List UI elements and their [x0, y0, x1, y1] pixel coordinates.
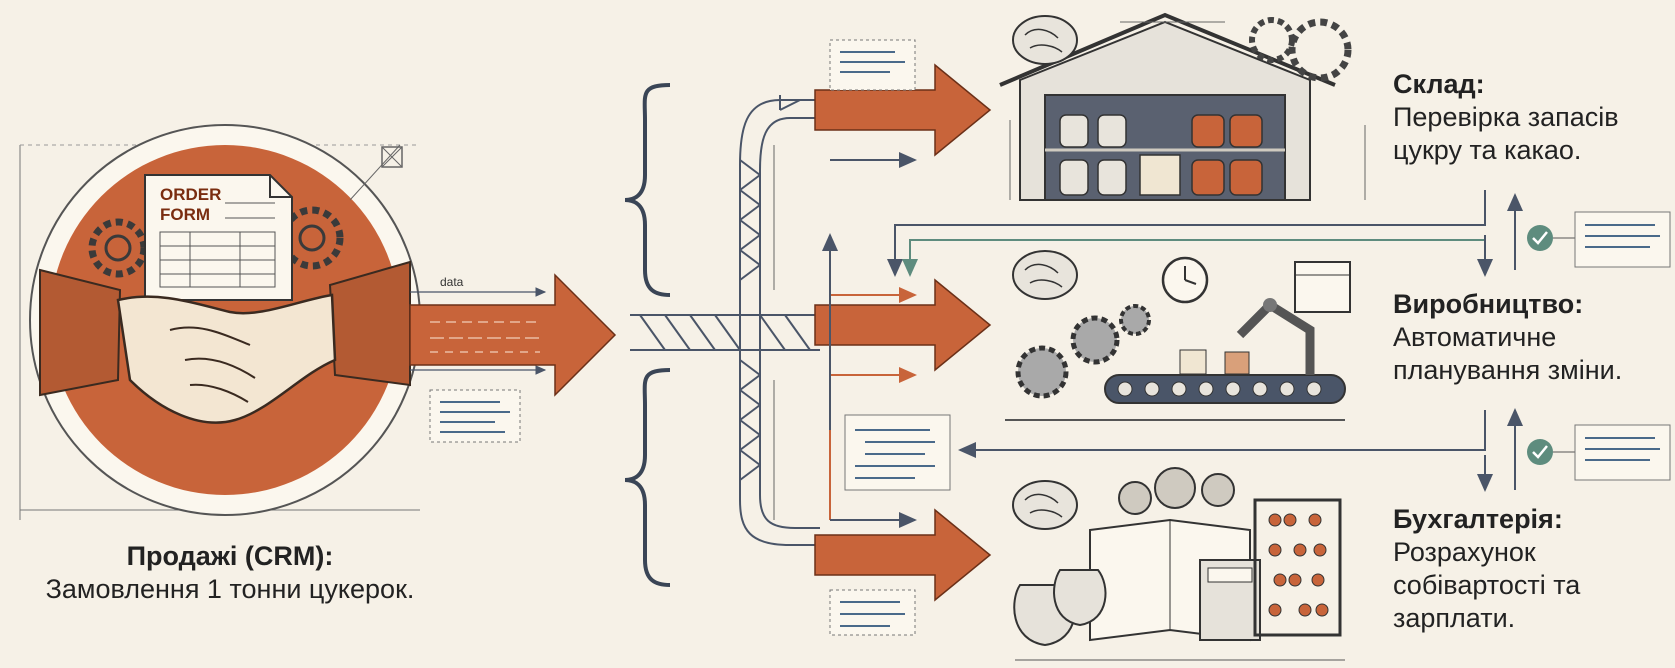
accounting-label: Бухгалтерія: Розрахунок собівартості та …: [1393, 503, 1673, 635]
accounting-illustration: [1012, 467, 1345, 661]
accounting-title: Бухгалтерія:: [1393, 504, 1563, 534]
department-arrows: [814, 39, 992, 636]
production-illustration: [1005, 250, 1351, 421]
production-label: Виробництво: Автоматичне планування змін…: [1393, 288, 1673, 387]
crm-label: Продажі (CRM): Замовлення 1 тонни цукеро…: [40, 540, 420, 606]
warehouse-title: Склад:: [1393, 69, 1485, 99]
brace-group: [624, 83, 671, 587]
production-description: Автоматичне планування зміни.: [1393, 321, 1623, 385]
order-form-line1: ORDER: [160, 185, 221, 204]
truss-tower: [630, 95, 820, 546]
order-form-document: ORDER FORM: [144, 174, 293, 301]
order-form-line2: FORM: [160, 205, 210, 224]
accounting-description: Розрахунок собівартості та зарплати.: [1393, 536, 1581, 633]
crm-data-arrows: data: [409, 273, 617, 443]
data-flow-label: data: [440, 275, 464, 289]
warehouse-label: Склад: Перевірка запасів цукру та какао.: [1393, 68, 1673, 167]
warehouse-illustration: [999, 12, 1366, 201]
crm-handshake-illustration: ORDER FORM: [19, 124, 421, 520]
feedback-arrows: [887, 190, 1523, 492]
crm-description: Замовлення 1 тонни цукерок.: [45, 573, 415, 604]
warehouse-description: Перевірка запасів цукру та какао.: [1393, 101, 1619, 165]
check-icons: [1527, 211, 1671, 481]
crm-title: Продажі (CRM):: [126, 541, 334, 571]
handshake-icon: [39, 260, 411, 424]
production-title: Виробництво:: [1393, 289, 1584, 319]
